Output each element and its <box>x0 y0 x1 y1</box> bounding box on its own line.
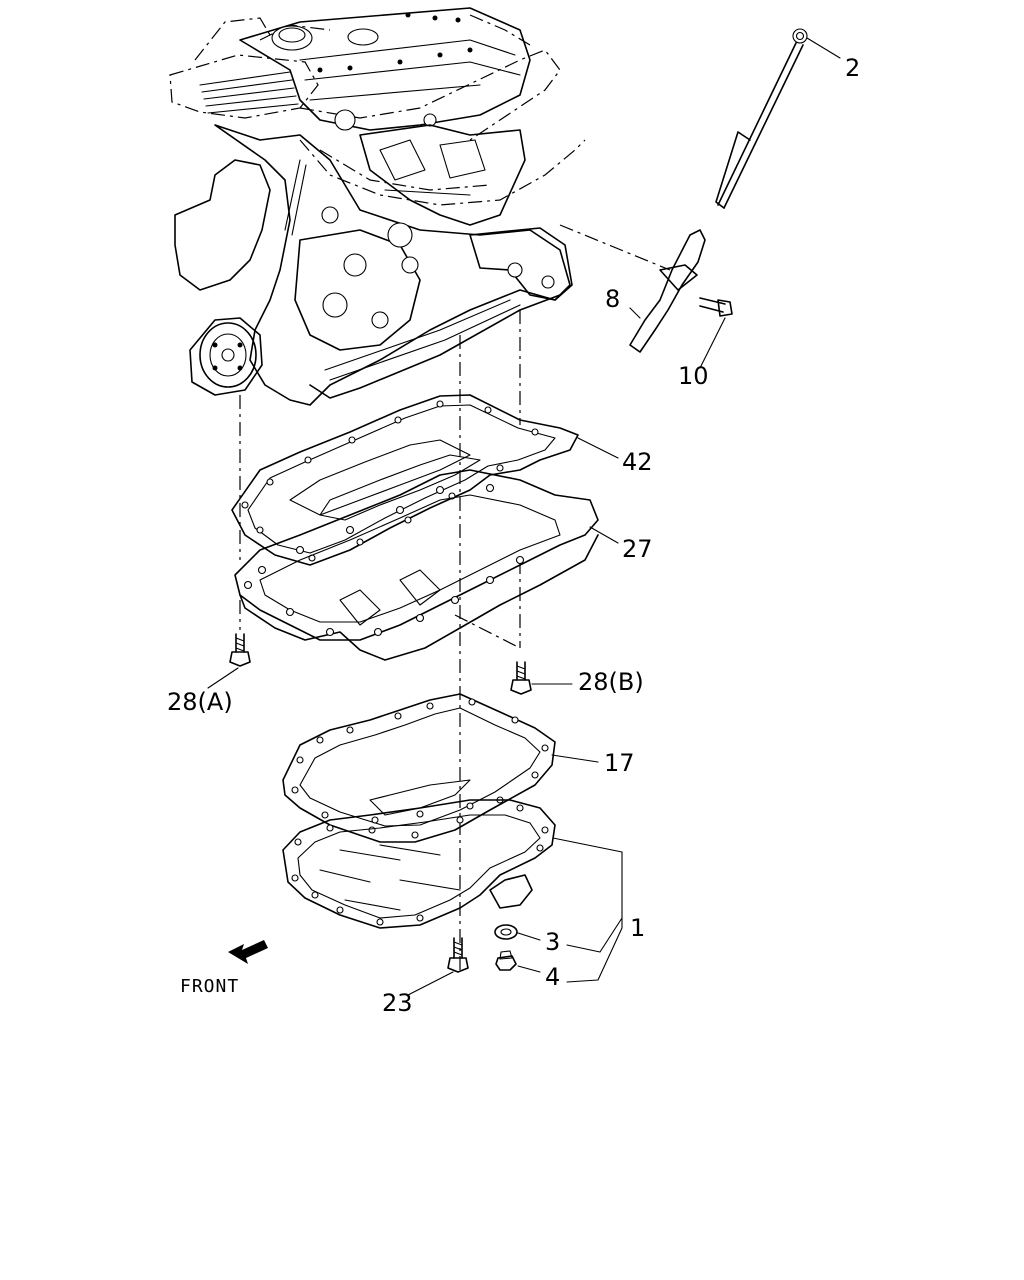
front-arrow-icon <box>228 940 268 964</box>
label-28b: 28(B) <box>578 668 644 696</box>
bolt-28b <box>510 661 532 695</box>
bolt-28a <box>229 633 251 667</box>
front-indicator: FRONT <box>180 940 268 997</box>
drain-plug <box>495 950 517 971</box>
leader-lines <box>207 37 841 996</box>
engine-block <box>169 7 586 406</box>
label-10: 10 <box>678 362 709 390</box>
label-23: 23 <box>382 989 413 1017</box>
dipstick-tube-bolt <box>699 297 733 317</box>
lower-gasket-holes <box>291 698 549 839</box>
part-labels: 2 8 10 42 27 28(A) 28(B) 17 1 3 4 23 <box>167 54 860 1017</box>
oil-pan-lower-gasket <box>282 693 556 843</box>
oil-pan-upper <box>234 454 599 661</box>
label-8: 8 <box>605 285 620 313</box>
drain-plug-gasket <box>494 924 518 940</box>
label-4: 4 <box>545 963 560 991</box>
oil-pan-upper-gasket <box>231 394 579 566</box>
label-27: 27 <box>622 535 653 563</box>
upper-pan-bolt-holes <box>243 483 525 637</box>
dipstick-guide-tube <box>559 224 706 353</box>
oil-level-dipstick <box>715 28 808 209</box>
bolt-23 <box>447 937 469 973</box>
label-2: 2 <box>845 54 860 82</box>
oil-pan-lower <box>282 799 556 929</box>
label-1: 1 <box>630 914 645 942</box>
label-42: 42 <box>622 448 653 476</box>
label-3: 3 <box>545 928 560 956</box>
lower-pan-bolt-holes <box>291 802 549 926</box>
front-label: FRONT <box>180 976 239 997</box>
label-17: 17 <box>604 749 635 777</box>
label-28a: 28(A) <box>167 688 233 716</box>
alignment-lines <box>239 310 521 970</box>
